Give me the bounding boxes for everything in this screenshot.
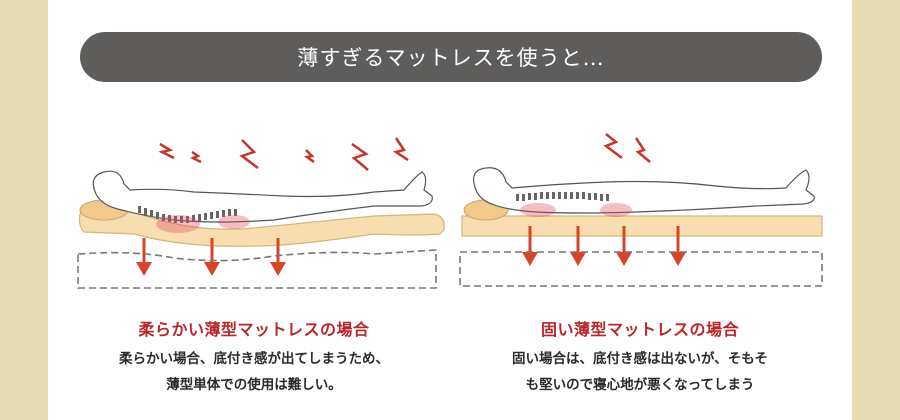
pain-glow — [218, 215, 250, 229]
page-title: 薄すぎるマットレスを使うと… — [297, 42, 604, 72]
firm-mattress-title: 固い薄型マットレスの場合 — [450, 316, 830, 340]
pain-glow — [520, 203, 556, 217]
description-line: 柔らかい場合、底付き感が出てしまうため、 — [64, 346, 444, 372]
pain-glow — [156, 215, 200, 233]
soft-mattress-illustration — [74, 130, 454, 300]
floor-outline — [78, 250, 436, 288]
soft-mattress-title: 柔らかい薄型マットレスの場合 — [64, 316, 444, 340]
mattress — [462, 216, 822, 236]
pain-zigzag-icon — [606, 134, 650, 162]
description-line: も堅いので寝心地が悪くなってしまう — [450, 372, 830, 398]
floor-outline — [460, 252, 822, 286]
firm-mattress-description: 固い場合は、底付き感は出ないが、そもそ も堅いので寝心地が悪くなってしまう — [450, 346, 830, 398]
description-line: 固い場合は、底付き感は出ないが、そもそ — [450, 346, 830, 372]
pain-glow — [600, 203, 632, 217]
page-title-banner: 薄すぎるマットレスを使うと… — [80, 32, 822, 82]
soft-mattress-description: 柔らかい場合、底付き感が出てしまうため、 薄型単体での使用は難しい。 — [64, 346, 444, 398]
pain-zigzag-icon — [160, 138, 408, 170]
firm-mattress-illustration — [456, 130, 836, 300]
description-line: 薄型単体での使用は難しい。 — [64, 372, 444, 398]
